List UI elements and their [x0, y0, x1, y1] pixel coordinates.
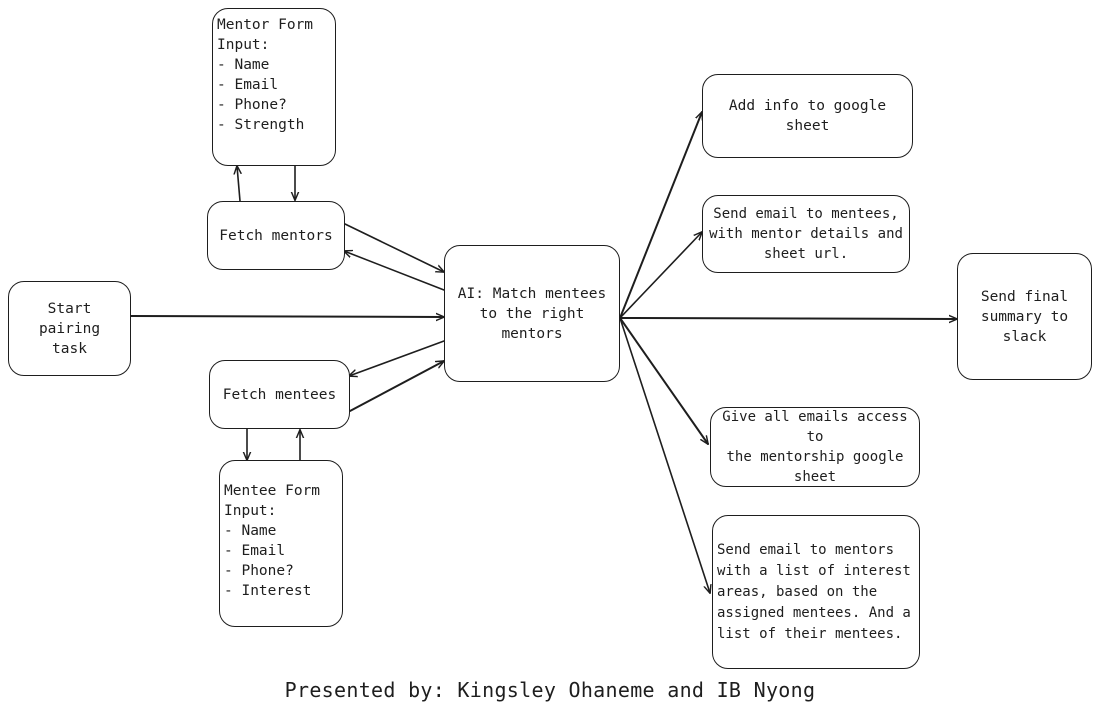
- arrow-fetch-mentors-to-mentor-form: [237, 166, 240, 202]
- ai-match-mentees-box: AI: Match mentees to the right mentors: [444, 245, 620, 382]
- fetch-mentors-box: Fetch mentors: [207, 201, 345, 270]
- arrow-ai-to-add-info-sheet: [619, 112, 702, 319]
- arrow-ai-to-email-mentees: [619, 232, 702, 319]
- arrow-ai-to-give-access: [619, 317, 709, 444]
- send-email-to-mentees-box: Send email to mentees, with mentor detai…: [702, 195, 910, 273]
- arrow-fetch-mentors-to-ai: [344, 223, 444, 272]
- mentor-form-input-box: Mentor Form Input: - Name - Email - Phon…: [212, 8, 336, 166]
- start-pairing-task-box: Start pairing task: [8, 281, 131, 376]
- arrow-start-to-ai: [130, 316, 445, 317]
- arrow-ai-to-fetch-mentors: [344, 251, 445, 291]
- mentee-form-input-box: Mentee Form Input: - Name - Email - Phon…: [219, 460, 343, 627]
- arrow-fetch-mentees-to-ai: [349, 360, 444, 412]
- add-info-to-google-sheet-box: Add info to google sheet: [702, 74, 913, 158]
- arrow-ai-to-fetch-mentees: [349, 340, 445, 376]
- arrow-ai-to-email-mentors: [619, 317, 710, 593]
- send-email-to-mentors-box: Send email to mentors with a list of int…: [712, 515, 920, 669]
- give-all-emails-access-box: Give all emails access to the mentorship…: [710, 407, 920, 487]
- fetch-mentees-box: Fetch mentees: [209, 360, 350, 429]
- arrow-ai-to-final-summary: [619, 318, 958, 319]
- send-final-summary-to-slack-box: Send final summary to slack: [957, 253, 1092, 380]
- presented-by-caption: Presented by: Kingsley Ohaneme and IB Ny…: [284, 678, 816, 702]
